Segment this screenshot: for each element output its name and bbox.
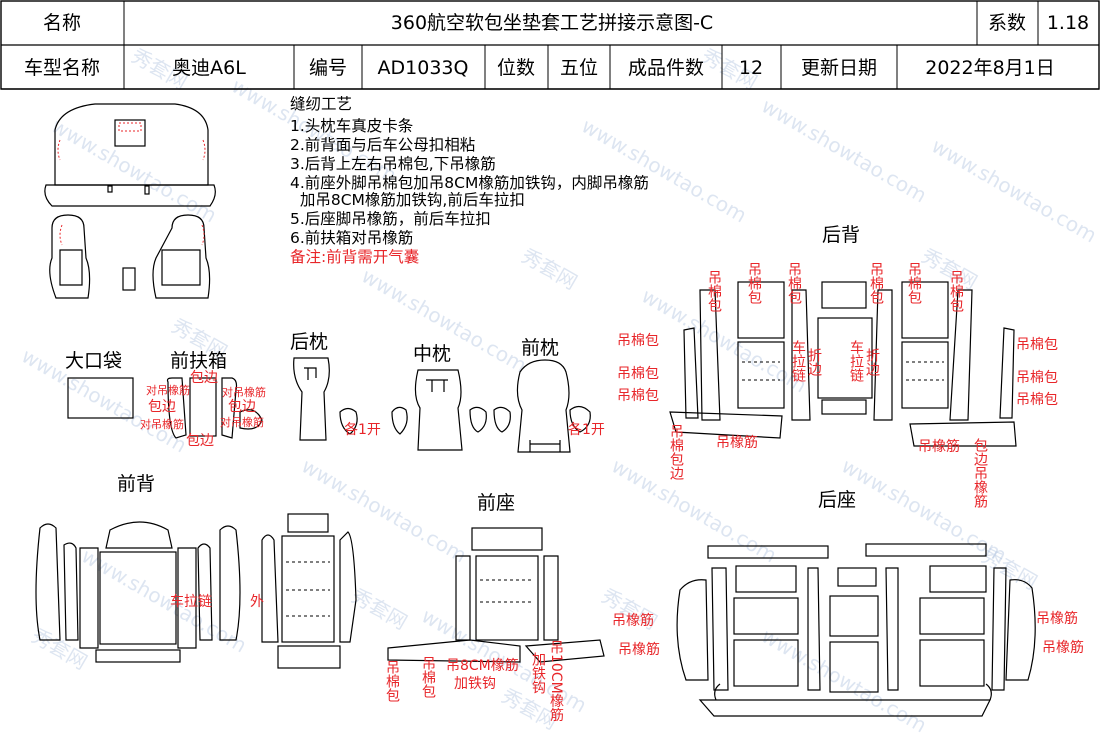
watermark-text: 秀套网 [348, 584, 412, 635]
pieces-label: 成品件数 [628, 57, 704, 79]
annotation-hang-cotton: 吊棉包 [746, 262, 762, 304]
code-label: 编号 [309, 57, 347, 79]
front-seat-pattern: 吊棉包 吊棉包 吊8CM橡筋 加铁钩 加铁钩 吊10CM橡筋 [384, 527, 605, 723]
annotation-hang-cotton: 吊棉包 [1016, 369, 1058, 386]
front-headrest-pattern: 各1开 [493, 359, 605, 453]
annotation-hang-elastic: 吊橡筋 [618, 641, 660, 658]
rear-headrest-pattern: 各1开 [293, 357, 381, 441]
rear-back-pattern: 吊棉包 吊棉包 吊棉包 吊棉包 吊棉包 吊棉包 吊棉包 吊棉包 吊棉包 吊棉包 … [617, 262, 1058, 509]
annotation-hang-cotton: 吊棉包 [384, 660, 400, 702]
annotation-fold-edge: 折边 [806, 348, 822, 377]
notes-remark: 备注:前背需开气囊 [290, 248, 419, 266]
watermark-text: www.showtao.com [758, 94, 931, 208]
watermark-text: www.showtao.com [928, 134, 1100, 248]
annotation-edge-binding: 包边 [190, 370, 218, 386]
section-labels: 大口袋 前扶箱 后枕 中枕 前枕 后背 前背 前座 后座 [65, 224, 860, 514]
annotation-hang-cotton: 吊棉包 [706, 270, 722, 312]
watermark-text: 秀套网 [518, 244, 582, 295]
annotation-edge-binding: 包边 [228, 399, 256, 415]
annotation-hang-cotton: 吊棉包 [617, 332, 659, 349]
section-front-seat: 前座 [477, 492, 515, 514]
process-notes: 缝纫工艺 1.头枕车真皮卡条 2.前背面与后车公母扣相粘 3.后背上左右吊棉包,… [290, 95, 649, 266]
section-rear-headrest: 后枕 [290, 331, 328, 353]
coefficient-value: 1.18 [1047, 12, 1089, 34]
annotation-hang-elastic: 吊橡筋 [612, 612, 654, 629]
notes-line: 5.后座脚吊橡筋，前后车拉扣 [290, 210, 491, 228]
annotation-hang-elastic: 吊橡筋 [918, 438, 960, 455]
model-label: 车型名称 [24, 57, 100, 79]
pieces-value: 12 [739, 57, 763, 79]
annotation-pair-elastic: 对吊橡筋 [140, 417, 184, 431]
annotation-pair-elastic: 对吊橡筋 [146, 383, 190, 397]
watermark-text: www.showtao.com [298, 454, 471, 568]
annotation-outer: 外 [250, 594, 264, 610]
annotation-hang-cotton-edge: 吊棉包边 [668, 424, 684, 481]
annotation-hang-cotton: 吊棉包 [906, 262, 922, 304]
watermark-text: www.showtao.com [578, 114, 751, 228]
front-armrest-pattern: 对吊橡筋 包边 对吊橡筋 包边 包边 对吊橡筋 包边 对吊橡筋 [140, 370, 266, 449]
annotation-hang-10cm-elastic: 吊10CM橡筋 [548, 640, 564, 723]
section-front-headrest: 前枕 [521, 337, 559, 359]
middle-headrest-pattern [391, 369, 487, 451]
annotation-add-iron-hook: 加铁钩 [454, 676, 496, 692]
annotation-hang-cotton: 吊棉包 [868, 262, 884, 304]
date-label: 更新日期 [801, 57, 877, 79]
seats-label: 位数 [497, 57, 535, 79]
annotation-add-iron-hook: 加铁钩 [530, 652, 546, 695]
section-rear-back: 后背 [822, 224, 860, 246]
name-label: 名称 [43, 12, 81, 34]
rear-seat-pattern: 吊橡筋 吊橡筋 吊橡筋 吊橡筋 [612, 543, 1084, 717]
watermark-text: www.showtao.com [638, 284, 811, 398]
annotation-hang-cotton: 吊棉包 [617, 387, 659, 404]
annotation-pair-elastic: 对吊橡筋 [222, 385, 266, 399]
notes-line: 6.前扶箱对吊橡筋 [290, 229, 413, 247]
code-value: AD1033Q [378, 57, 469, 79]
notes-line: 加吊8CM橡筋加铁钩,前后车拉扣 [290, 191, 525, 209]
annotation-fold-edge: 折边 [864, 348, 880, 377]
seat-overview-illustration [44, 103, 216, 299]
notes-line: 2.前背面与后车公母扣相粘 [290, 136, 475, 154]
annotation-hang-cotton: 吊棉包 [617, 365, 659, 382]
model-value: 奥迪A6L [172, 57, 246, 79]
annotation-zipper: 车拉链 [848, 339, 864, 383]
header-table: 名称 360航空软包坐垫套工艺拼接示意图-C 系数 1.18 车型名称 奥迪A6… [0, 0, 1100, 90]
annotation-hang-8cm-elastic: 吊8CM橡筋 [446, 657, 519, 674]
notes-line: 1.头枕车真皮卡条 [290, 117, 413, 135]
front-back-pattern: 车拉链 外 [35, 513, 357, 669]
annotation-one-opening-each: 各1开 [344, 422, 381, 438]
watermark-text: www.showtao.com [608, 454, 781, 568]
annotation-zipper: 车拉链 [170, 593, 212, 610]
notes-line: 4.前座外脚吊棉包加吊8CM橡筋加铁钩，内脚吊橡筋 [290, 174, 649, 192]
annotation-edge-binding: 包边 [148, 399, 176, 415]
section-mid-headrest: 中枕 [413, 343, 451, 365]
annotation-zipper: 车拉链 [790, 339, 806, 383]
section-big-pocket: 大口袋 [65, 350, 122, 372]
annotation-hang-cotton: 吊棉包 [948, 270, 964, 312]
section-rear-seat: 后座 [818, 489, 856, 511]
annotation-hang-cotton: 吊棉包 [1016, 391, 1058, 408]
annotation-edge-binding-elastic: 包边吊橡筋 [972, 438, 988, 509]
seats-value: 五位 [560, 57, 598, 79]
sheet-title: 360航空软包坐垫套工艺拼接示意图-C [391, 12, 713, 34]
notes-line: 3.后背上左右吊棉包,下吊橡筋 [290, 155, 496, 173]
notes-heading: 缝纫工艺 [290, 95, 352, 113]
annotation-pair-elastic: 对吊橡筋 [220, 415, 264, 429]
annotation-hang-elastic: 吊橡筋 [1036, 610, 1078, 627]
annotation-hang-cotton: 吊棉包 [420, 656, 436, 698]
annotation-hang-elastic: 吊橡筋 [1042, 639, 1084, 656]
annotation-hang-cotton: 吊棉包 [1016, 336, 1058, 353]
date-value: 2022年8月1日 [925, 57, 1055, 79]
annotation-hang-elastic: 吊橡筋 [716, 434, 758, 451]
annotation-hang-cotton: 吊棉包 [786, 262, 802, 304]
big-pocket-pattern [67, 377, 134, 419]
annotation-edge-binding: 包边 [186, 433, 214, 449]
annotation-one-opening-each: 各1开 [568, 422, 605, 438]
section-front-armrest: 前扶箱 [170, 350, 227, 372]
coefficient-label: 系数 [988, 12, 1026, 34]
section-front-back: 前背 [117, 473, 155, 495]
